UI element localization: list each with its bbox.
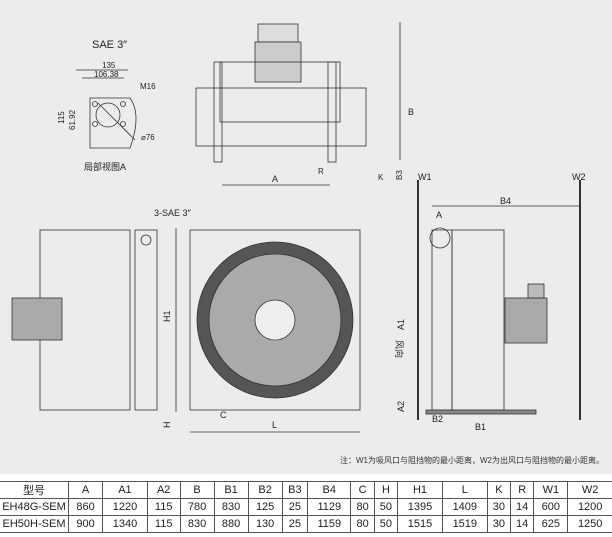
table-cell: 1250 (567, 515, 612, 533)
table-cell: 14 (510, 498, 535, 516)
detail-caption: 局部视图A (84, 161, 126, 172)
table-cell: 1395 (397, 498, 443, 516)
note-text: 注：W1为吸风口与阻挡物的最小距离，W2为出风口与阻挡物的最小距离。 (340, 456, 604, 465)
table-cell: 1515 (397, 515, 443, 533)
header-cell: B4 (307, 481, 352, 499)
dim-b2: B2 (432, 414, 443, 424)
dim-b-top: B (408, 107, 414, 117)
dim-l: L (272, 420, 277, 430)
header-cell: B3 (281, 481, 309, 499)
header-cell: C (350, 481, 375, 499)
table-cell: 50 (373, 515, 399, 533)
detail-title: SAE 3″ (92, 39, 127, 51)
table-cell: 14 (510, 515, 535, 533)
dim-b3: B3 (395, 170, 404, 180)
table-cell: 115 (146, 498, 181, 516)
table-cell: 600 (533, 498, 569, 516)
table-cell: 30 (486, 498, 512, 516)
label-a-view: A (436, 210, 442, 220)
header-cell: R (510, 481, 535, 499)
dim-6192: 61.92 (68, 109, 77, 130)
dim-r: R (318, 167, 324, 176)
table-cell: 1409 (441, 498, 488, 516)
dim-115: 115 (57, 111, 66, 124)
table-cell: 30 (486, 515, 512, 533)
table-cell: 625 (533, 515, 569, 533)
header-cell: A1 (102, 481, 148, 499)
table-cell: 125 (247, 498, 283, 516)
dim-135: 135 (102, 61, 116, 70)
dim-a1: A1 (396, 319, 406, 330)
header-cell: A2 (146, 481, 181, 499)
dim-b4: B4 (500, 196, 511, 206)
table-cell: 25 (281, 498, 309, 516)
header-cell: H (373, 481, 399, 499)
dim-c: C (220, 410, 227, 420)
table-cell: 115 (146, 515, 181, 533)
dim-d76: ⌀76 (141, 133, 155, 142)
dim-a-top: A (272, 174, 278, 184)
header-cell: B1 (213, 481, 249, 499)
header-cell: W1 (533, 481, 569, 499)
dim-h: H (162, 422, 172, 429)
header-cell: K (486, 481, 512, 499)
table-cell: EH50H-SEM (0, 515, 69, 533)
wind-direction-label: 风向 (394, 340, 405, 358)
header-cell: 型号 (0, 481, 69, 499)
table-cell: 880 (213, 515, 249, 533)
dim-m16: M16 (140, 82, 156, 91)
table-cell: 130 (247, 515, 283, 533)
header-cell: B (179, 481, 215, 499)
table-cell: 1220 (102, 498, 148, 516)
table-cell: 830 (179, 515, 215, 533)
table-cell: 860 (67, 498, 104, 516)
table-cell: 25 (281, 515, 309, 533)
table-cell: 1129 (307, 498, 352, 516)
top-view: A B R K B3 (195, 22, 414, 186)
table-cell: 80 (350, 498, 375, 516)
table-cell: 900 (67, 515, 104, 533)
table-cell: 1200 (567, 498, 612, 516)
header-cell: H1 (397, 481, 443, 499)
side-view: W1 W2 B4 A A1 风向 A2 B2 B1 (394, 172, 586, 432)
dim-h1: H1 (162, 310, 172, 322)
label-3-sae: 3-SAE 3″ (154, 208, 192, 218)
front-view: 3-SAE 3″ H1 H C L (11, 208, 361, 433)
table-cell: 780 (179, 498, 215, 516)
table-cell: 50 (373, 498, 399, 516)
table-cell: 1340 (102, 515, 148, 533)
header-cell: W2 (567, 481, 612, 499)
detail-view-a: SAE 3″ 135 106.38 M16 115 61.92 ⌀76 局部视图… (57, 39, 156, 172)
table-cell: 1519 (441, 515, 488, 533)
dim-b1: B1 (475, 422, 486, 432)
header-cell: L (441, 481, 488, 499)
dim-106: 106.38 (94, 70, 119, 79)
header-cell: A (67, 481, 104, 499)
dim-w2: W2 (572, 172, 586, 182)
dim-k: K (378, 173, 384, 182)
table-cell: EH48G-SEM (0, 498, 69, 516)
dim-a2: A2 (396, 401, 406, 412)
table-cell: 80 (350, 515, 375, 533)
table-cell: 1159 (307, 515, 352, 533)
dim-w1: W1 (418, 172, 432, 182)
header-cell: B2 (247, 481, 283, 499)
table-cell: 830 (213, 498, 249, 516)
technical-drawing: SAE 3″ 135 106.38 M16 115 61.92 ⌀76 局部视图… (0, 0, 612, 474)
